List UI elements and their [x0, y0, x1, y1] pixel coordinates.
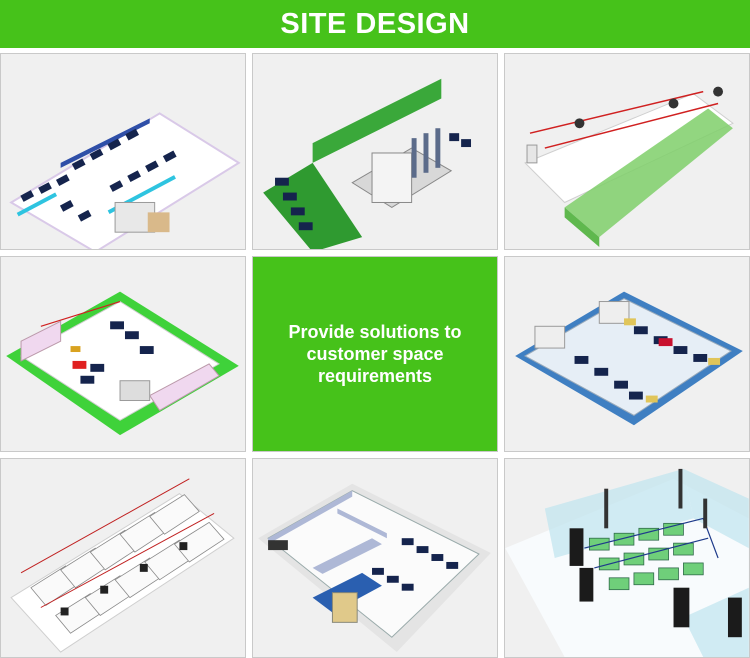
multi-booth-illustration — [10, 478, 235, 653]
glass-workstations-illustration — [505, 468, 749, 657]
site-design-banner: SITE DESIGN — [0, 0, 750, 48]
tunnel-booth-illustration — [524, 86, 734, 248]
page-title: SITE DESIGN — [280, 7, 470, 40]
tile-blue-floor-workshop — [504, 256, 750, 452]
tile-parking-lot-layout — [0, 53, 246, 250]
solutions-panel: Provide solutions to customer space requ… — [252, 256, 498, 452]
tile-multi-booth-grid — [0, 458, 246, 658]
tile-green-site-booth-layout — [252, 53, 498, 250]
parking-lot-illustration — [9, 112, 241, 249]
tile-workshop-floor-plan — [0, 256, 246, 452]
workshop-floor-illustration — [6, 291, 239, 436]
corridor-workshop-illustration — [258, 483, 491, 653]
tile-green-tunnel-booth — [504, 53, 750, 250]
tile-glass-partition-workstations — [504, 458, 750, 658]
solutions-text: Provide solutions to customer space requ… — [288, 322, 462, 386]
green-site-illustration — [263, 78, 472, 249]
tile-corridor-workshop — [252, 458, 498, 658]
blue-floor-illustration — [515, 291, 743, 426]
